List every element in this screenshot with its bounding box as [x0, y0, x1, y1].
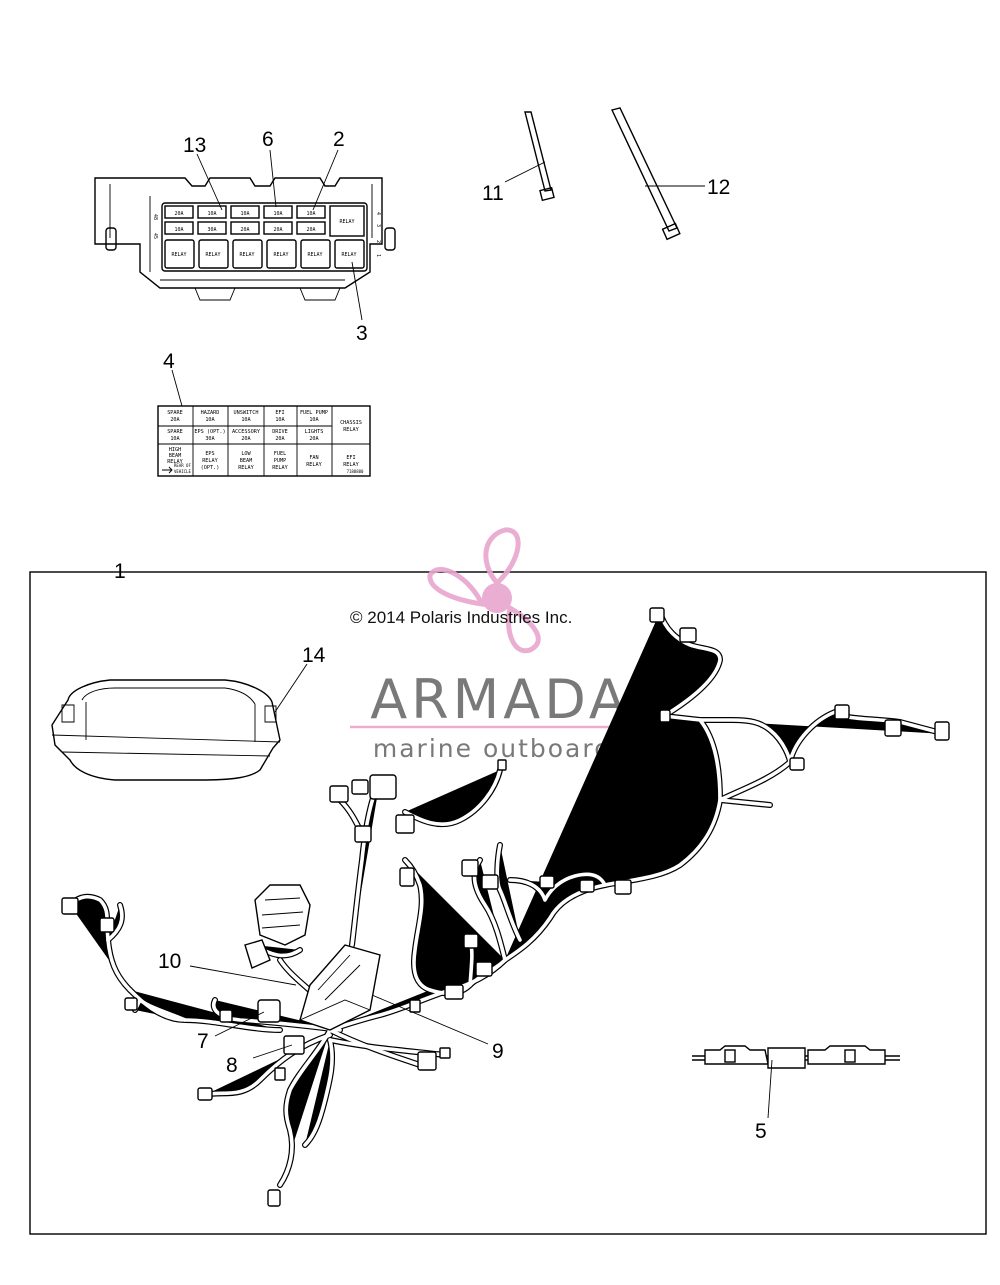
- callout-9: 9: [492, 1040, 504, 1063]
- fuse-box-side-1: 1: [375, 254, 381, 257]
- harness-connectors: [61, 607, 950, 1207]
- main-wiring-harness: [61, 607, 950, 1207]
- fuse-box-side-2: 2: [375, 240, 381, 243]
- copyright-notice: © 2014 Polaris Industries Inc.: [350, 608, 572, 627]
- jumper-harness: [692, 1045, 900, 1069]
- callout-6: 6: [262, 128, 274, 151]
- fuse-box: 20A 10A 10A 10A 10A RELAY 10A 30A 20A 20…: [94, 177, 396, 301]
- fuse-slot-1: 20A: [174, 211, 183, 217]
- relay-row: RELAY RELAY RELAY RELAY RELAY RELAY: [164, 239, 365, 269]
- propeller-logo: [427, 527, 541, 654]
- fuse-row-2: 10A 30A 20A 20A 20A: [164, 221, 326, 235]
- callout-8: 8: [226, 1054, 238, 1077]
- callout-14: 14: [302, 644, 326, 667]
- relay-slot-1: RELAY: [171, 252, 186, 258]
- cable-tie-large: [611, 107, 681, 241]
- fuse-slot-9: 20A: [273, 227, 282, 233]
- relay-slot-5: RELAY: [307, 252, 322, 258]
- fuse-box-side-3: 3: [375, 224, 381, 227]
- watermark-tagline: marine outboards: [373, 734, 627, 763]
- callout-13: 13: [183, 134, 206, 157]
- power-distribution-module: [244, 884, 381, 1031]
- callout-2: 2: [333, 128, 345, 151]
- fuse-slot-4: 10A: [273, 211, 282, 217]
- fuse-box-side-45: 45: [152, 233, 158, 239]
- fuse-row-1: 20A 10A 10A 10A 10A RELAY: [164, 205, 365, 237]
- callout-11: 11: [482, 182, 504, 205]
- relay-slot-6: RELAY: [341, 252, 356, 258]
- callout-5: 5: [755, 1120, 767, 1143]
- fuse-slot-10: 20A: [306, 227, 315, 233]
- relay-slot-2: RELAY: [205, 252, 220, 258]
- label-part-number: 7180880: [347, 469, 364, 474]
- armada-watermark: ARMADA marine outboards: [350, 527, 650, 763]
- callout-4: 4: [163, 350, 175, 373]
- cable-tie-small: [524, 111, 555, 202]
- fuse-slot-3: 10A: [240, 211, 249, 217]
- relay-slot-chassis: RELAY: [339, 219, 354, 225]
- fuse-box-side-4: 4: [375, 212, 381, 215]
- label-r2-c2: EPS (OPT.)30A: [194, 429, 225, 442]
- fuse-box-side-48: 48: [152, 214, 158, 220]
- fuse-slot-7: 30A: [207, 227, 216, 233]
- callout-3: 3: [356, 322, 368, 345]
- fuse-slot-5: 10A: [306, 211, 315, 217]
- watermark-brand: ARMADA: [370, 668, 630, 731]
- callout-1: 1: [114, 560, 126, 583]
- fuse-slot-6: 10A: [174, 227, 183, 233]
- callout-10: 10: [158, 950, 181, 973]
- fuse-slot-8: 20A: [240, 227, 249, 233]
- fuse-box-cover: [51, 679, 281, 781]
- relay-slot-3: RELAY: [239, 252, 254, 258]
- fuse-slot-2: 10A: [207, 211, 216, 217]
- relay-slot-4: RELAY: [273, 252, 288, 258]
- callout-12: 12: [707, 176, 730, 199]
- callout-7: 7: [197, 1030, 209, 1053]
